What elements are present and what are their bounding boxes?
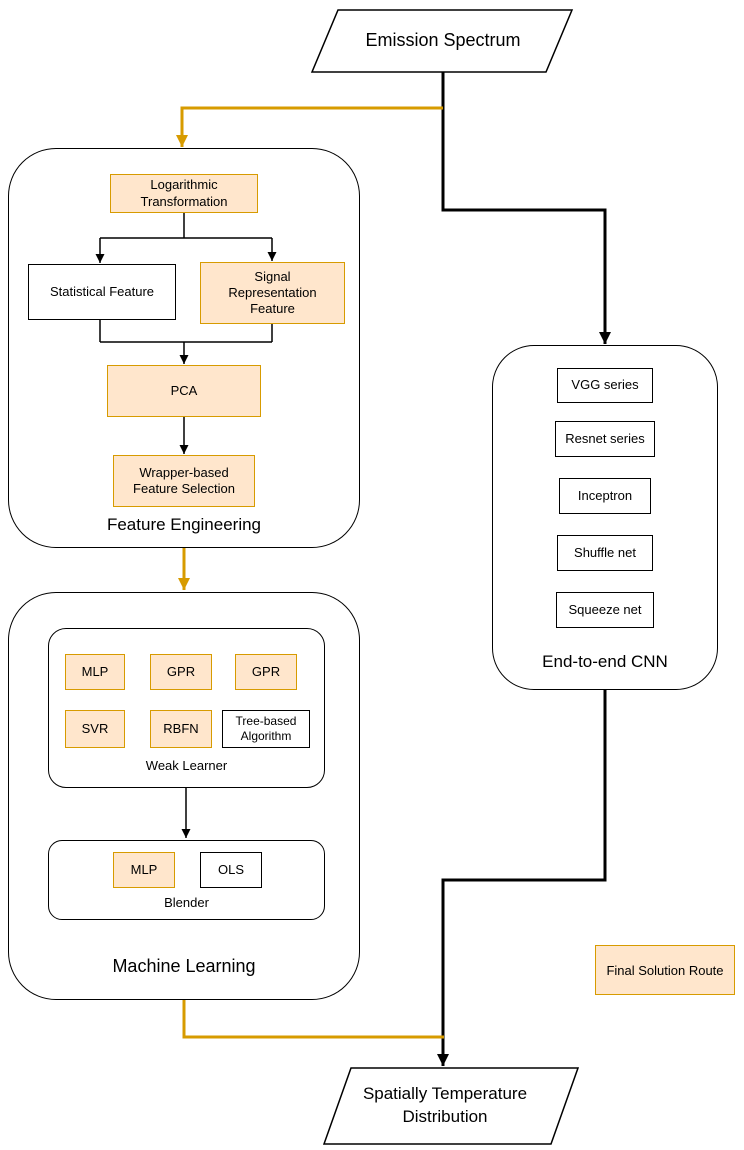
weak-learner-svr-box: SVR <box>65 710 125 748</box>
emission-spectrum-shape <box>310 9 574 73</box>
weak-learner-gpr-box: GPR <box>150 654 212 690</box>
cnn-shufflenet-box: Shuffle net <box>557 535 653 571</box>
spatial-output-label: Spatially Temperature Distribution <box>362 1084 528 1126</box>
weak-learner-rbfn-box: RBFN <box>150 710 212 748</box>
arrow-ml-to-output <box>182 1000 444 1039</box>
machine-learning-label: Machine Learning <box>112 956 256 976</box>
feature-engineering-group <box>8 148 360 548</box>
fe-merge-line <box>99 320 273 343</box>
cnn-label: End-to-end CNN <box>542 652 668 671</box>
weak-learner-gpr2-box: GPR <box>235 654 297 690</box>
feature-engineering-label: Feature Engineering <box>106 515 262 534</box>
weak-learner-label: Weak Learner <box>145 758 228 773</box>
arrow-cnn-to-output <box>437 690 607 1066</box>
cnn-vgg-box: VGG series <box>557 368 653 403</box>
emission-spectrum-label: Emission Spectrum <box>365 30 521 50</box>
final-solution-route-box: Final Solution Route <box>595 945 735 995</box>
arrow-spectrum-to-feature-engineering <box>176 106 443 147</box>
blender-ols-box: OLS <box>200 852 262 888</box>
blender-group <box>48 840 325 920</box>
cnn-inceptron-box: Inceptron <box>559 478 651 514</box>
machine-learning-group <box>8 592 360 1000</box>
blender-label: Blender <box>164 895 209 910</box>
wrapper-feature-selection-box: Wrapper-based Feature Selection <box>113 455 255 507</box>
weak-learner-group <box>48 628 325 788</box>
statistical-feature-box: Statistical Feature <box>28 264 176 320</box>
cnn-resnet-box: Resnet series <box>555 421 655 457</box>
fe-branch-line <box>100 213 272 239</box>
cnn-group <box>492 345 718 690</box>
spatial-output-shape <box>322 1067 580 1145</box>
weak-learner-tree-box: Tree-based Algorithm <box>222 710 310 748</box>
weak-learner-mlp-box: MLP <box>65 654 125 690</box>
cnn-squeezenet-box: Squeeze net <box>556 592 654 628</box>
blender-mlp-box: MLP <box>113 852 175 888</box>
logarithmic-transformation-box: Logarithmic Transformation <box>110 174 258 213</box>
arrow-spectrum-to-cnn <box>441 72 611 344</box>
pca-box: PCA <box>107 365 261 417</box>
signal-representation-box: Signal Representation Feature <box>200 262 345 324</box>
